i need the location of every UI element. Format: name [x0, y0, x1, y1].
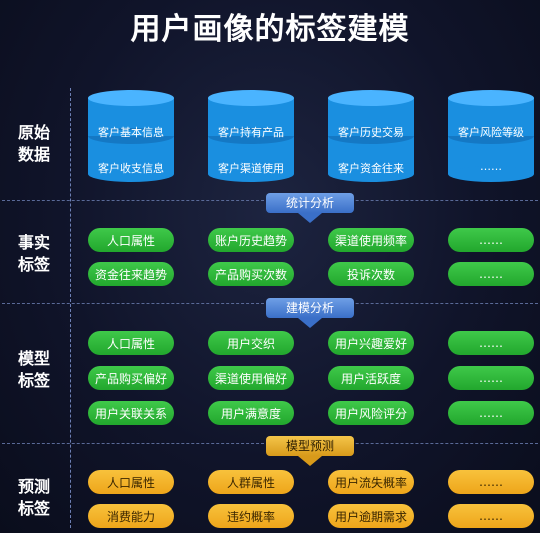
tag-pill: 用户交织: [208, 331, 294, 355]
tag-pill: 用户兴趣爱好: [328, 331, 414, 355]
row-label-text: 预测 标签: [17, 477, 50, 518]
tag-pill: ……: [448, 470, 534, 494]
tag-pill: 用户流失概率: [328, 470, 414, 494]
database-label-top: 客户风险等级: [458, 126, 524, 139]
row-label-text: 模型 标签: [17, 349, 50, 390]
tag-pill: 用户风险评分: [328, 401, 414, 425]
database-label-top: 客户历史交易: [338, 126, 404, 139]
arrow-stat-analysis: 统计分析: [266, 193, 354, 213]
tag-pill: 产品购买次数: [208, 262, 294, 286]
tag-pill: 投诉次数: [328, 262, 414, 286]
tag-pill: 用户活跃度: [328, 366, 414, 390]
database-icon: 客户持有产品客户渠道使用: [208, 90, 294, 182]
tag-pill: 用户关联关系: [88, 401, 174, 425]
tag-pill: ……: [448, 228, 534, 252]
database-label-top: 客户基本信息: [98, 126, 164, 139]
row-label-text: 事实 标签: [17, 233, 50, 274]
page-title: 用户画像的标签建模: [130, 12, 410, 47]
tag-pill: 人群属性: [208, 470, 294, 494]
row-label-predict-tags: 预测 标签: [10, 476, 58, 520]
tag-pill: 渠道使用频率: [328, 228, 414, 252]
database-label-bottom: 客户资金往来: [338, 162, 404, 175]
arrow-model-analysis: 建模分析: [266, 298, 354, 318]
row-label-raw-data: 原始 数据: [10, 122, 58, 166]
tag-pill: ……: [448, 504, 534, 528]
database-icon: 客户基本信息客户收支信息: [88, 90, 174, 182]
tag-pill: 人口属性: [88, 228, 174, 252]
database-icon: 客户风险等级 ……: [448, 90, 534, 182]
database-label-bottom: ……: [480, 160, 502, 173]
tag-pill: ……: [448, 262, 534, 286]
database-label-bottom: 客户收支信息: [98, 162, 164, 175]
tag-pill: 产品购买偏好: [88, 366, 174, 390]
tag-pill: 渠道使用偏好: [208, 366, 294, 390]
row-label-text: 原始 数据: [17, 123, 50, 164]
arrow-model-predict: 模型预测: [266, 436, 354, 456]
row-label-fact-tags: 事实 标签: [10, 232, 58, 276]
vertical-divider: [70, 88, 71, 528]
arrow-down-icon: [298, 318, 322, 328]
tag-pill: 违约概率: [208, 504, 294, 528]
tag-pill: ……: [448, 366, 534, 390]
database-label-bottom: 客户渠道使用: [218, 162, 284, 175]
database-icon: 客户历史交易客户资金往来: [328, 90, 414, 182]
tag-pill: ……: [448, 331, 534, 355]
tag-pill: 用户逾期需求: [328, 504, 414, 528]
tag-pill: 账户历史趋势: [208, 228, 294, 252]
tag-pill: 用户满意度: [208, 401, 294, 425]
row-label-model-tags: 模型 标签: [10, 348, 58, 392]
tag-pill: 消费能力: [88, 504, 174, 528]
tag-pill: 人口属性: [88, 331, 174, 355]
tag-pill: 人口属性: [88, 470, 174, 494]
arrow-down-icon: [298, 213, 322, 223]
tag-pill: 资金往来趋势: [88, 262, 174, 286]
tag-pill: ……: [448, 401, 534, 425]
arrow-down-icon: [298, 456, 322, 466]
database-label-top: 客户持有产品: [218, 126, 284, 139]
